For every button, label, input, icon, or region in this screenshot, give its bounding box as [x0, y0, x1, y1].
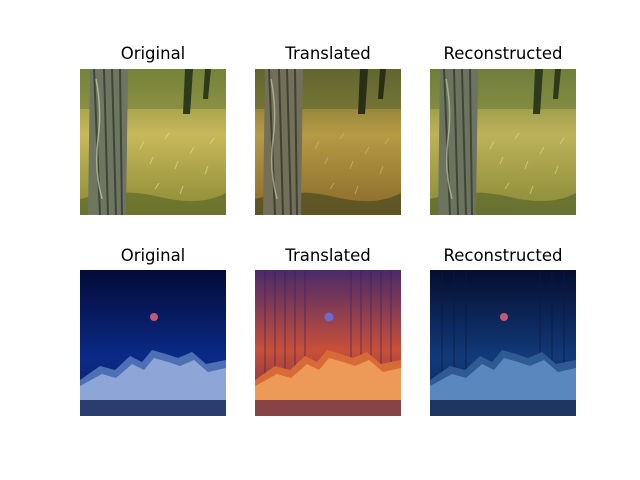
- mountain-original-image: [80, 270, 226, 416]
- panel-title-reconstructed-bottom: Reconstructed: [443, 246, 563, 265]
- mountain-translated-image: [255, 270, 401, 416]
- forest-original-image: [80, 69, 226, 215]
- forest-translated-image: [255, 69, 401, 215]
- panel-title-translated-top: Translated: [285, 44, 371, 63]
- panel-title-original-top: Original: [120, 44, 186, 63]
- panel-title-reconstructed-top: Reconstructed: [443, 44, 563, 63]
- panel-title-translated-bottom: Translated: [285, 246, 371, 265]
- forest-reconstructed-image: [430, 69, 576, 215]
- panel-title-original-bottom: Original: [120, 246, 186, 265]
- mountain-reconstructed-image: [430, 270, 576, 416]
